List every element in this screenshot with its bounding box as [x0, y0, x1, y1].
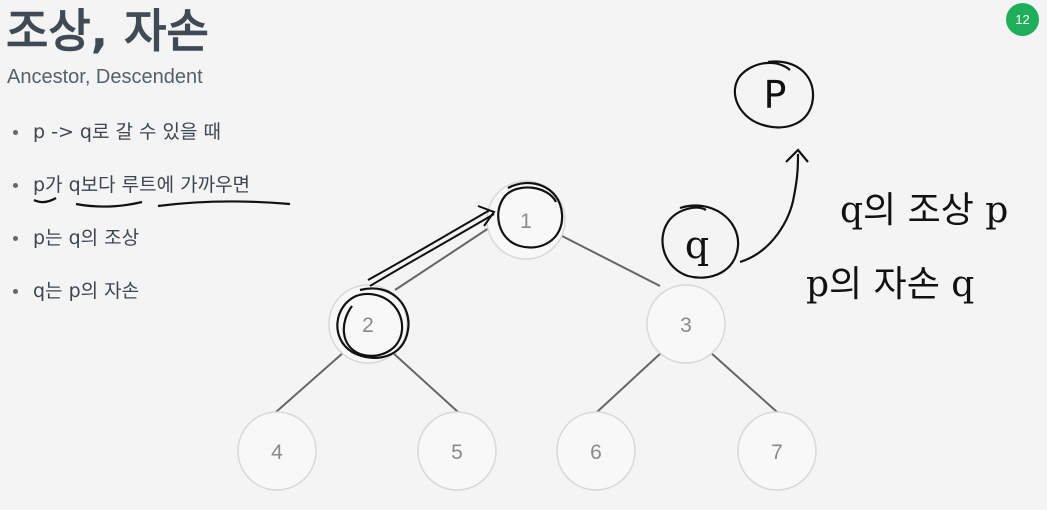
tree-node-7: 7 — [737, 411, 817, 491]
slide-title: 조상, 자손 — [6, 4, 209, 58]
underline-stroke — [33, 197, 57, 204]
p-circle — [733, 60, 815, 129]
underline-stroke — [157, 200, 291, 208]
handwritten-note-2: p의 자손 q — [806, 264, 974, 305]
tree-edge — [275, 351, 345, 413]
tree-node-4: 4 — [237, 411, 317, 491]
underline-stroke — [75, 200, 143, 208]
bullet-item: p는 q의 조상 — [10, 224, 250, 277]
bullet-list: p -> q로 갈 수 있을 때 p가 q보다 루트에 가까우면 p는 q의 조… — [10, 118, 250, 330]
tree-node-6: 6 — [556, 411, 636, 491]
node-label: 6 — [590, 441, 602, 464]
arrow-head-icon — [477, 205, 496, 227]
q-label: q — [685, 223, 709, 267]
tree-node-3: 3 — [646, 284, 726, 364]
tree-edge — [394, 221, 499, 291]
q-to-p-arrow — [739, 153, 800, 264]
bullet-item: q는 p의 자손 — [10, 277, 250, 330]
ancestor-arrow — [367, 209, 495, 287]
tree-edge — [709, 351, 778, 413]
node-label: 7 — [771, 441, 783, 464]
bullet-item: p가 q보다 루트에 가까우면 — [10, 171, 250, 224]
tree-edge — [391, 351, 459, 413]
p-label: P — [764, 73, 787, 117]
tree-node-5: 5 — [417, 411, 497, 491]
node-label: 1 — [520, 210, 532, 233]
scribble-node-2 — [336, 287, 410, 359]
scribble-node-1 — [497, 181, 564, 249]
handwritten-note-1: q의 조상 p — [840, 190, 1008, 231]
node-label: 2 — [362, 314, 374, 337]
arrow-head-icon — [785, 148, 809, 163]
node-label: 5 — [451, 441, 463, 464]
q-circle — [661, 204, 740, 279]
bullet-item: p -> q로 갈 수 있을 때 — [10, 118, 250, 171]
slide-subtitle: Ancestor, Descendent — [7, 66, 203, 88]
node-label: 4 — [271, 441, 283, 464]
tree-edge — [596, 351, 663, 413]
tree-edge — [561, 235, 661, 287]
node-label: 3 — [680, 314, 692, 337]
page-number-badge: 12 — [1006, 3, 1039, 36]
